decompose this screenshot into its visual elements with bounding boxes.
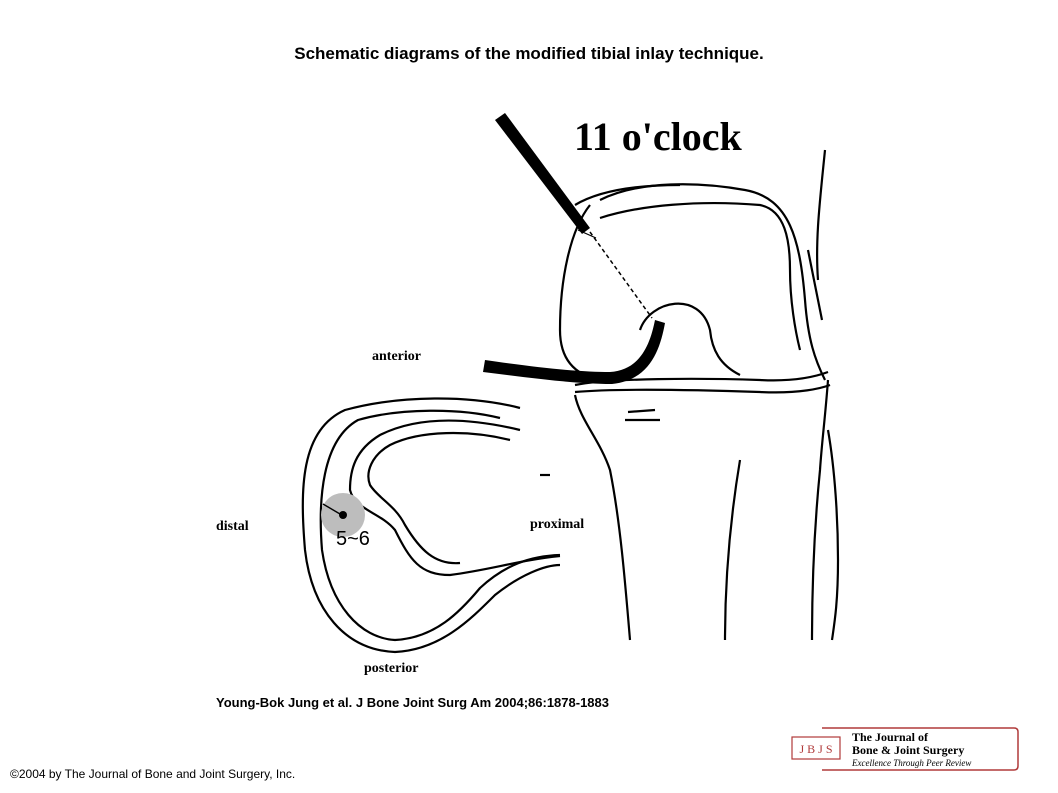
logo-line1: The Journal of [852,730,929,744]
proximal-label: proximal [530,517,584,532]
anterior-label: anterior [372,349,421,364]
measurement-label: 5~6 [336,528,370,550]
clock-label: 11 o'clock [574,114,743,159]
logo-line2: Bone & Joint Surgery [852,743,964,757]
page-title: Schematic diagrams of the modified tibia… [294,44,764,63]
graft-center [339,511,347,519]
distal-label: distal [216,519,249,534]
guide-wire [495,113,653,319]
copyright: ©2004 by The Journal of Bone and Joint S… [10,767,296,781]
citation: Young-Bok Jung et al. J Bone Joint Surg … [216,695,609,710]
jbjs-logo: J B J S The Journal of Bone & Joint Surg… [791,727,1019,771]
tibial-plateau [301,397,561,654]
curved-instrument [483,320,665,384]
femur-outline [558,149,827,382]
measure-arrow [322,503,341,515]
posterior-label: posterior [364,661,418,676]
logo-line3: Excellence Through Peer Review [851,758,971,768]
logo-monogram: J B J S [799,742,832,756]
tibia-outline [573,370,840,641]
